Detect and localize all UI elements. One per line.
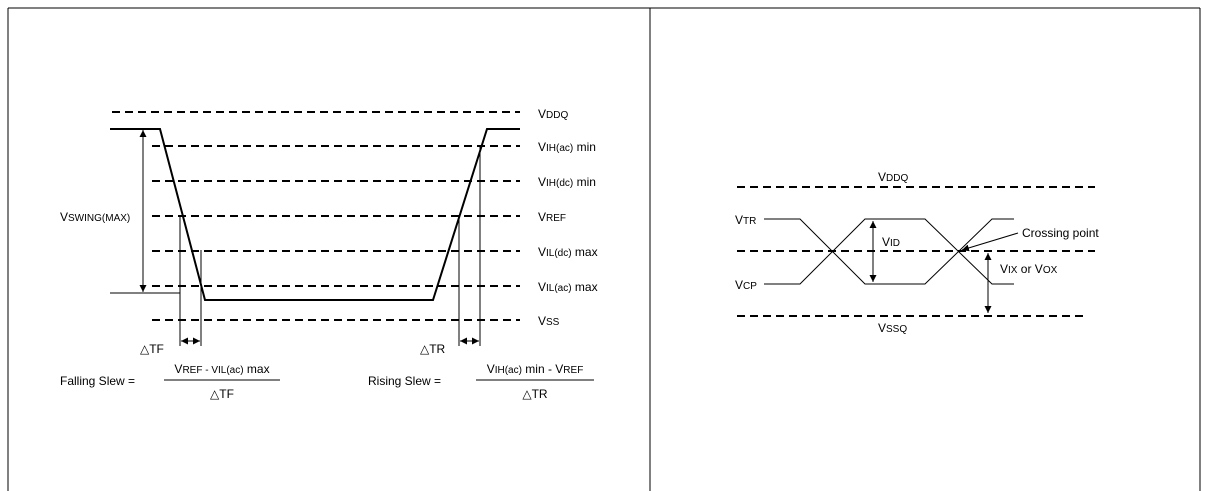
- label-vil-ac-max: VIL(ac) max: [538, 280, 598, 294]
- label-delta-tf: △TF: [140, 342, 164, 356]
- label-crossing-point: Crossing point: [1022, 226, 1099, 240]
- label-delta-tr: △TR: [420, 342, 446, 356]
- vcp-signal: [764, 218, 1014, 285]
- falling-slew-prefix: Falling Slew =: [60, 374, 135, 388]
- label-vih-dc-min: VIH(dc) min: [538, 175, 596, 189]
- falling-slew-formula: Falling Slew = VREF - VIL(ac) max △TF: [60, 362, 280, 401]
- label-vss: VSS: [538, 314, 560, 328]
- signal-waveform: [110, 128, 520, 301]
- label-vid: VID: [882, 235, 900, 249]
- falling-slew-numerator: VREF - VIL(ac) max: [174, 362, 269, 376]
- vtr-signal: [764, 218, 1014, 285]
- right-panel-differential-diagram: VDDQ VSSQ VTR VCP VID VIX or VOX Crossin…: [735, 170, 1099, 335]
- label-vcp: VCP: [735, 278, 757, 292]
- label-vref: VREF: [538, 210, 566, 224]
- label-vswing-max: VSWING(MAX): [60, 210, 130, 224]
- left-panel-slew-diagram: VDDQ VIH(ac) min VIH(dc) min VREF VIL(dc…: [60, 107, 598, 401]
- label-vih-ac-min: VIH(ac) min: [538, 140, 596, 154]
- crossing-point-arrow: [961, 232, 1019, 252]
- label-vtr: VTR: [735, 213, 756, 227]
- label-vil-dc-max: VIL(dc) max: [538, 245, 598, 259]
- rising-slew-prefix: Rising Slew =: [368, 374, 441, 388]
- rising-slew-denominator: △TR: [522, 387, 548, 401]
- label-vix-or-vox: VIX or VOX: [1000, 262, 1058, 276]
- label-vddq-right: VDDQ: [878, 170, 908, 184]
- panel-frame: [7, 7, 1201, 491]
- rising-slew-formula: Rising Slew = VIH(ac) min - VREF △TR: [368, 362, 594, 401]
- label-vddq: VDDQ: [538, 107, 568, 121]
- rising-slew-numerator: VIH(ac) min - VREF: [487, 362, 584, 376]
- falling-slew-denominator: △TF: [210, 387, 234, 401]
- label-vssq: VSSQ: [878, 321, 907, 335]
